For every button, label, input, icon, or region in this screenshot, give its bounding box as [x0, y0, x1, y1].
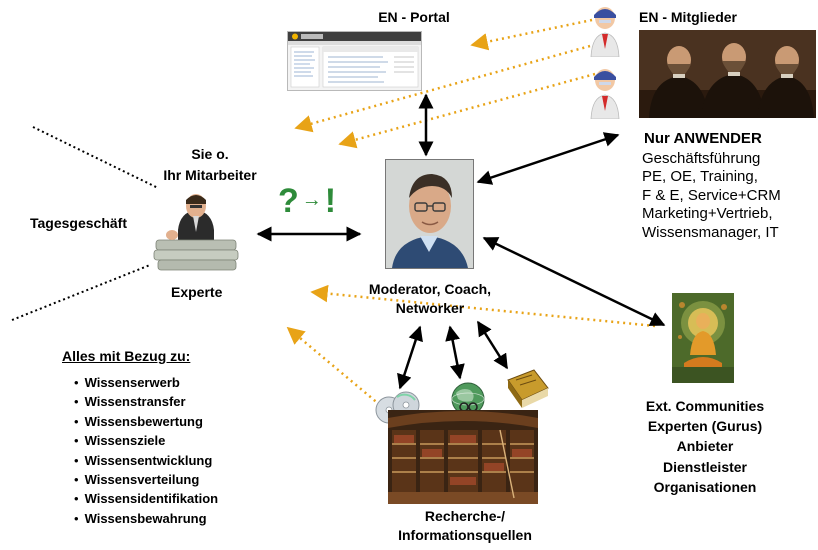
- list-item: Wissensentwicklung: [74, 451, 218, 470]
- arrow-glyph: →: [301, 189, 322, 211]
- list-item: Wissensbewertung: [74, 412, 218, 431]
- sources-label-line2: Informationsquellen: [398, 527, 532, 543]
- expert-photo: [150, 190, 248, 276]
- daily-business-label: Tagesgeschäft: [30, 215, 127, 231]
- members-group-photo: [639, 30, 816, 118]
- list-item: Wissensidentifikation: [74, 489, 219, 508]
- external-line-4: Dienstleister: [662, 459, 748, 475]
- arrow-moderator-users: [476, 132, 620, 185]
- moderator-label-line1: Moderator, Coach,: [368, 281, 492, 297]
- guide-line-top: [32, 126, 159, 189]
- role-item: PE, OE, Training,: [642, 168, 758, 186]
- users-roles: Geschäftsführung PE, OE, Training, F & E…: [642, 150, 781, 242]
- member-avatar-1: [590, 7, 620, 57]
- reference-heading: Alles mit Bezug zu:: [62, 348, 191, 364]
- portal-title: EN - Portal: [378, 9, 450, 25]
- staff-label-line1: Sie o.: [191, 146, 229, 162]
- external-line-3: Anbieter: [676, 438, 734, 454]
- arrow-sources-to-expert: [286, 326, 381, 406]
- book-icon: [507, 369, 549, 408]
- arrow-moderator-book: [476, 320, 509, 370]
- portal-screenshot: [287, 31, 422, 91]
- role-item: Geschäftsführung: [642, 150, 761, 167]
- role-item: Marketing+Vertrieb,: [642, 205, 773, 223]
- arrow-members-to-portal: [470, 18, 593, 51]
- exclamation-mark: !: [324, 182, 337, 220]
- arrow-moderator-cds: [397, 325, 423, 390]
- list-item: Wissensverteilung: [74, 470, 218, 489]
- external-line-2: Experten (Gurus): [647, 418, 763, 434]
- arrow-members-to-staff-2: [338, 72, 596, 149]
- external-line-5: Organisationen: [653, 479, 757, 495]
- guide-line-bottom: [11, 264, 151, 321]
- question-mark: ?: [278, 182, 299, 220]
- question-to-answer-symbol: ?→!: [278, 180, 336, 221]
- sources-label-line1: Recherche-/: [424, 508, 506, 524]
- list-item: Wissensbewahrung: [74, 509, 218, 528]
- role-item: F & E, Service+CRM: [642, 186, 781, 204]
- list-item: Wissenserwerb: [74, 373, 218, 392]
- globe-icon: [451, 382, 485, 416]
- arrow-moderator-globe: [445, 325, 465, 380]
- arrow-moderator-gurus: [482, 236, 666, 327]
- knowledge-topics-list: Wissenserwerb Wissenstransfer Wissensbew…: [74, 373, 219, 528]
- staff-label-line2: Ihr Mitarbeiter: [163, 167, 257, 183]
- moderator-photo: [385, 159, 474, 269]
- moderator-label-line2: Networker: [395, 300, 465, 316]
- guru-painting: [672, 293, 734, 383]
- members-title: EN - Mitglieder: [639, 9, 738, 25]
- member-avatar-2: [590, 69, 620, 119]
- list-item: Wissenstransfer: [74, 392, 218, 411]
- users-title: Nur ANWENDER: [644, 130, 762, 147]
- library-photo: [388, 410, 538, 504]
- role-item: Wissensmanager, IT: [642, 223, 779, 241]
- list-item: Wissensziele: [74, 431, 218, 450]
- external-line-1: Ext. Communities: [645, 398, 765, 414]
- expert-label: Experte: [171, 284, 223, 300]
